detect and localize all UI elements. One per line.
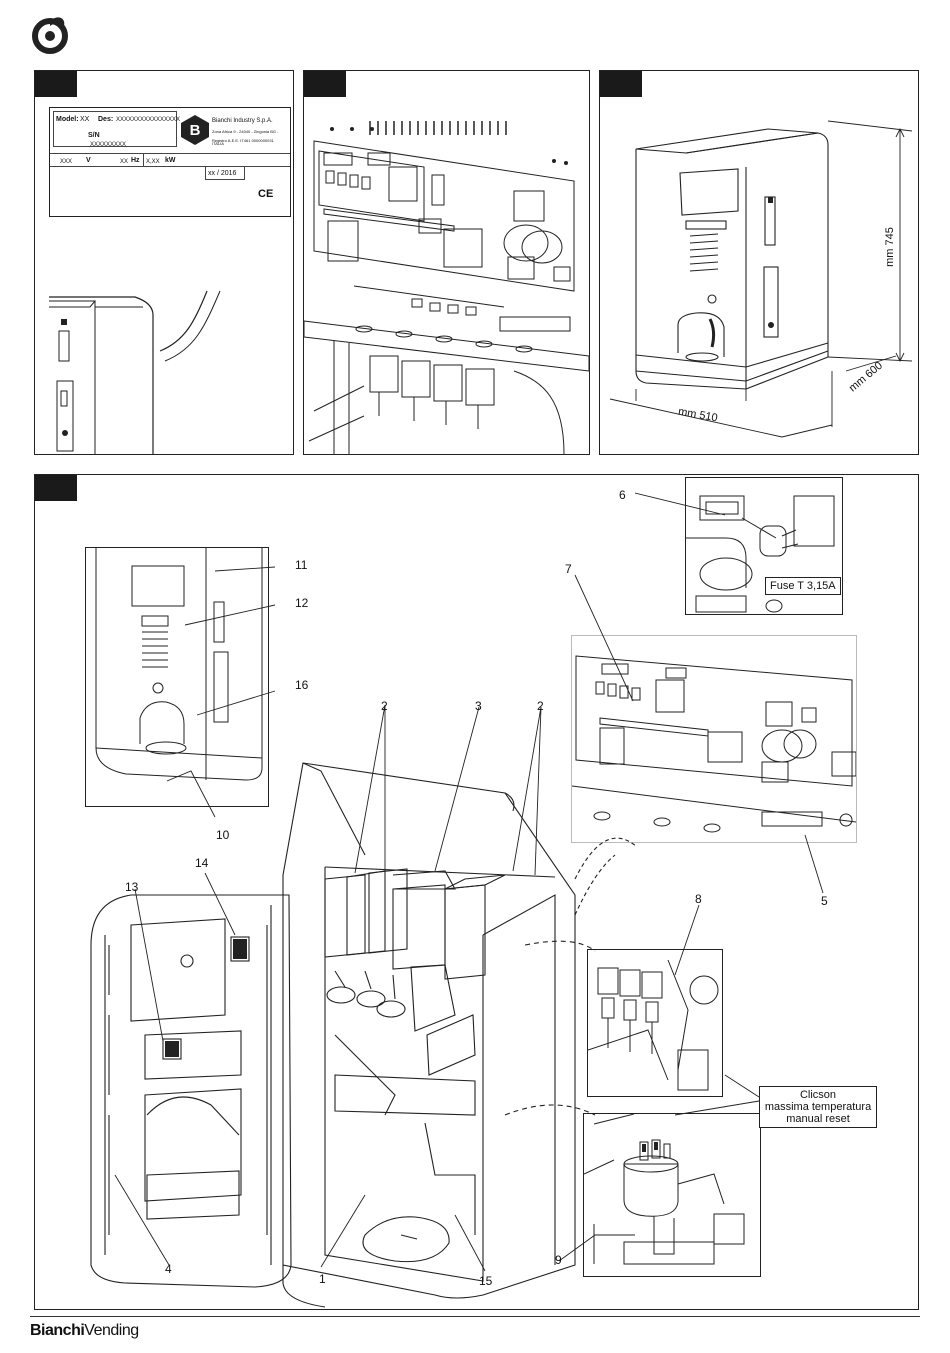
panel-dimensions: mm 745 mm 600 mm 510 bbox=[599, 70, 919, 455]
plate-des-label: Des: bbox=[98, 116, 114, 123]
callout-2-left: 2 bbox=[381, 699, 388, 713]
panel-component-overview: Fuse T 3,15A bbox=[34, 474, 919, 1310]
plate-ce-mark: CE bbox=[258, 188, 274, 200]
panel-tab bbox=[35, 71, 77, 97]
clicson-line1: Clicson bbox=[799, 1089, 837, 1101]
plate-sn-label: S/N bbox=[88, 132, 100, 139]
callout-8: 8 bbox=[695, 892, 702, 906]
plate-date: xx / 2016 bbox=[208, 170, 237, 177]
callout-10: 10 bbox=[216, 828, 230, 842]
clicson-line3: manual reset bbox=[786, 1113, 850, 1125]
plate-model-label: Model: bbox=[56, 116, 79, 123]
callout-16: 16 bbox=[295, 678, 309, 692]
callout-9: 9 bbox=[555, 1253, 562, 1267]
clicson-label: Clicson massima temperatura manual reset bbox=[759, 1086, 877, 1128]
callout-5: 5 bbox=[821, 894, 828, 908]
plate-kw-unit: kW bbox=[165, 157, 176, 164]
callout-15: 15 bbox=[479, 1274, 493, 1288]
callout-3: 3 bbox=[475, 699, 482, 713]
plate-volt-unit: V bbox=[86, 157, 91, 164]
footer-brand-vending: Vending bbox=[84, 1322, 139, 1339]
valve-detail-inset bbox=[587, 949, 723, 1097]
callout-12: 12 bbox=[295, 596, 309, 610]
boiler-detail-inset bbox=[583, 1113, 761, 1277]
callout-7: 7 bbox=[565, 562, 572, 576]
footer-brand: BianchiVending bbox=[30, 1322, 139, 1340]
callout-6: 6 bbox=[619, 488, 626, 502]
company-logo-icon: B bbox=[180, 114, 210, 146]
svg-text:B: B bbox=[190, 122, 201, 139]
control-board-drawing bbox=[304, 121, 589, 454]
plate-kw-value: X,XX bbox=[146, 159, 160, 165]
plate-des-value: XXXXXXXXXXXXXXXX bbox=[116, 117, 181, 123]
front-detail-inset bbox=[85, 547, 269, 807]
fuse-detail-inset bbox=[685, 477, 843, 615]
brand-logo-icon bbox=[30, 12, 72, 54]
callout-14: 14 bbox=[195, 856, 209, 870]
board-detail-inset bbox=[571, 635, 857, 843]
panel-rating-plate: Model: XX Des: XXXXXXXXXXXXXXXX S/N XXXX… bbox=[34, 70, 294, 455]
machine-corner-drawing bbox=[49, 290, 221, 454]
machine-dimensions-drawing bbox=[609, 120, 913, 438]
plate-address: Zona Africa 9 - 24040 - Zingonia BG - IT… bbox=[212, 129, 279, 146]
callout-2-right: 2 bbox=[537, 699, 544, 713]
machine-open-view-drawing bbox=[90, 492, 824, 1308]
panel-control-board bbox=[303, 70, 590, 455]
dimension-height: mm 745 bbox=[883, 227, 896, 267]
plate-model-value: XX bbox=[80, 116, 90, 123]
plate-registry: Registro A.E.E. IT461 0000000031 bbox=[212, 138, 274, 143]
panel-tab bbox=[600, 71, 642, 97]
plate-company: Bianchi Industry S.p.A. bbox=[212, 118, 273, 124]
footer-divider bbox=[30, 1316, 920, 1317]
plate-hz-unit: Hz bbox=[131, 157, 140, 164]
plate-volt-value: XXX bbox=[60, 159, 73, 165]
panel-tab bbox=[35, 475, 77, 501]
callout-4: 4 bbox=[165, 1262, 172, 1276]
rating-plate: Model: XX Des: XXXXXXXXXXXXXXXX S/N XXXX… bbox=[49, 107, 291, 217]
callout-13: 13 bbox=[125, 880, 139, 894]
panel-tab bbox=[304, 71, 346, 97]
plate-sn-value: XXXXXXXXX bbox=[90, 142, 127, 148]
footer-brand-bianchi: Bianchi bbox=[30, 1322, 85, 1339]
plate-hz-value: XX bbox=[120, 159, 129, 165]
callout-11: 11 bbox=[295, 558, 308, 572]
fuse-label: Fuse T 3,15A bbox=[765, 577, 841, 595]
callout-1: 1 bbox=[319, 1272, 326, 1286]
clicson-line2: massima temperatura bbox=[764, 1101, 872, 1113]
